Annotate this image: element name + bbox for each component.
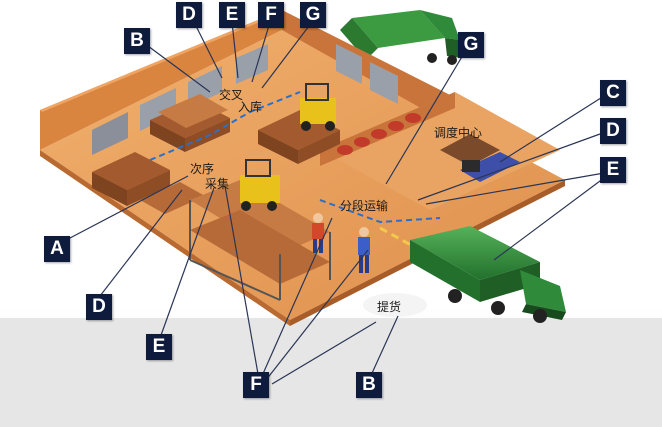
worker-left — [312, 213, 324, 253]
barrel-row — [337, 113, 421, 155]
area-secondary: 次序 — [190, 162, 215, 176]
pickup-cloud — [363, 293, 427, 317]
label-g-right: G — [458, 32, 484, 58]
forklift-back — [300, 83, 336, 131]
area-pickup: 提货 — [377, 300, 402, 314]
label-d-top: D — [176, 2, 202, 28]
floor-edge — [40, 150, 290, 326]
front-truck — [410, 226, 566, 323]
area-dispatch-center: 调度中心 — [434, 126, 483, 140]
area-picking: 采集 — [205, 177, 230, 191]
label-b-top: B — [124, 28, 150, 54]
label-d-right: D — [600, 118, 626, 144]
label-c-right: C — [600, 80, 626, 106]
label-d-bottom: D — [86, 294, 112, 320]
label-e-top: E — [219, 2, 245, 28]
annotation-arrows — [69, 19, 611, 385]
ground-area — [0, 318, 662, 427]
label-f-top: F — [258, 2, 284, 28]
forklift-front — [240, 159, 280, 211]
area-receiving: 入库 — [238, 100, 263, 114]
right-back-wall — [282, 10, 460, 130]
label-a-left: A — [44, 236, 70, 262]
dispatch-center-room — [320, 92, 560, 210]
label-f-bottom: F — [243, 372, 269, 398]
crate-stack-left — [92, 152, 205, 214]
label-g-top: G — [300, 2, 326, 28]
crate-stack-back-left — [150, 94, 230, 152]
back-truck — [340, 10, 462, 65]
label-e-bottom: E — [146, 334, 172, 360]
area-segment-transport: 分段运输 — [340, 199, 389, 213]
label-e-right: E — [600, 157, 626, 183]
area-cross-dock: 交叉 — [219, 88, 244, 102]
label-b-bottom: B — [356, 372, 382, 398]
shelf-rack — [189, 180, 331, 301]
